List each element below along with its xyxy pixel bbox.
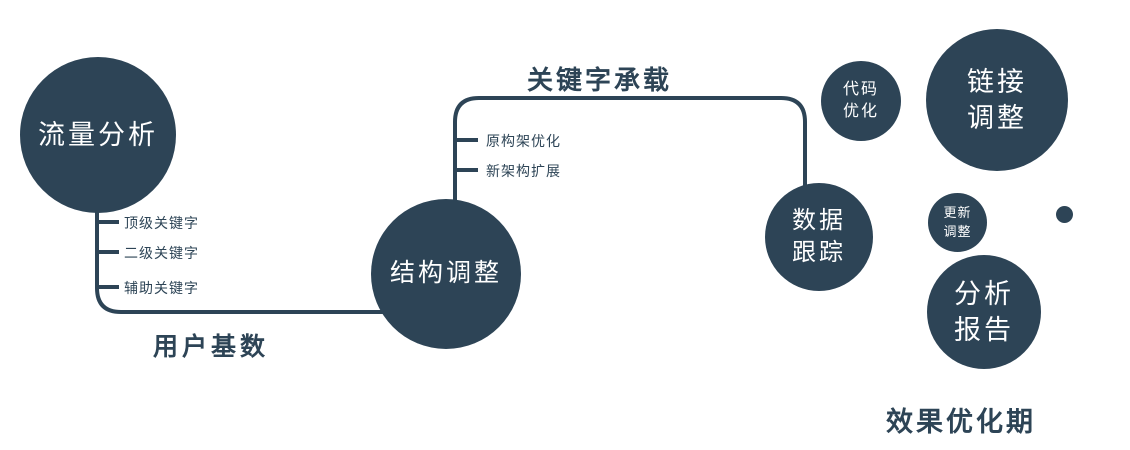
traffic-analysis-node: 流量分析 (20, 57, 176, 213)
keyword-carry-edge-label: 关键字承载 (527, 65, 673, 95)
code-optimization-node: 代码 优化 (821, 61, 901, 141)
user-base-edge-label: 用户基数 (153, 333, 270, 361)
link-adjust-label-line1: 链接 (967, 66, 1027, 97)
update-adjust-label-line2: 调整 (943, 223, 972, 239)
update-adjust-node: 更新 调整 (928, 193, 987, 252)
analysis-report-node: 分析 报告 (927, 255, 1041, 369)
code-optimization-label-line1: 代码 (842, 81, 879, 99)
update-adjust-label-line1: 更新 (943, 204, 972, 220)
tick-label-aux-keywords: 辅助关键字 (124, 280, 199, 296)
code-optimization-label-line2: 优化 (842, 103, 879, 120)
tick-label-new-arch: 新架构扩展 (486, 163, 561, 179)
analysis-report-label-line1: 分析 (954, 278, 1014, 309)
link-adjust-node: 链接 调整 (926, 29, 1068, 171)
connector-structure-to-tracking (453, 96, 807, 203)
analysis-report-label-line2: 报告 (954, 315, 1014, 345)
link-adjust-label-line2: 调整 (967, 103, 1027, 133)
tick-label-top-keywords: 顶级关键字 (124, 215, 199, 231)
effect-optimization-caption: 效果优化期 (886, 407, 1036, 437)
structure-adjust-label: 结构调整 (389, 259, 502, 288)
data-tracking-label-line2: 跟踪 (792, 239, 846, 266)
tick-label-original-arch: 原构架优化 (486, 133, 561, 149)
tick-label-second-keywords: 二级关键字 (124, 245, 199, 261)
data-tracking-label-line1: 数据 (792, 206, 846, 234)
structure-adjust-node: 结构调整 (371, 199, 521, 349)
traffic-analysis-label: 流量分析 (38, 119, 158, 150)
small-dot-node (1056, 206, 1073, 223)
data-tracking-node: 数据 跟踪 (765, 183, 873, 291)
